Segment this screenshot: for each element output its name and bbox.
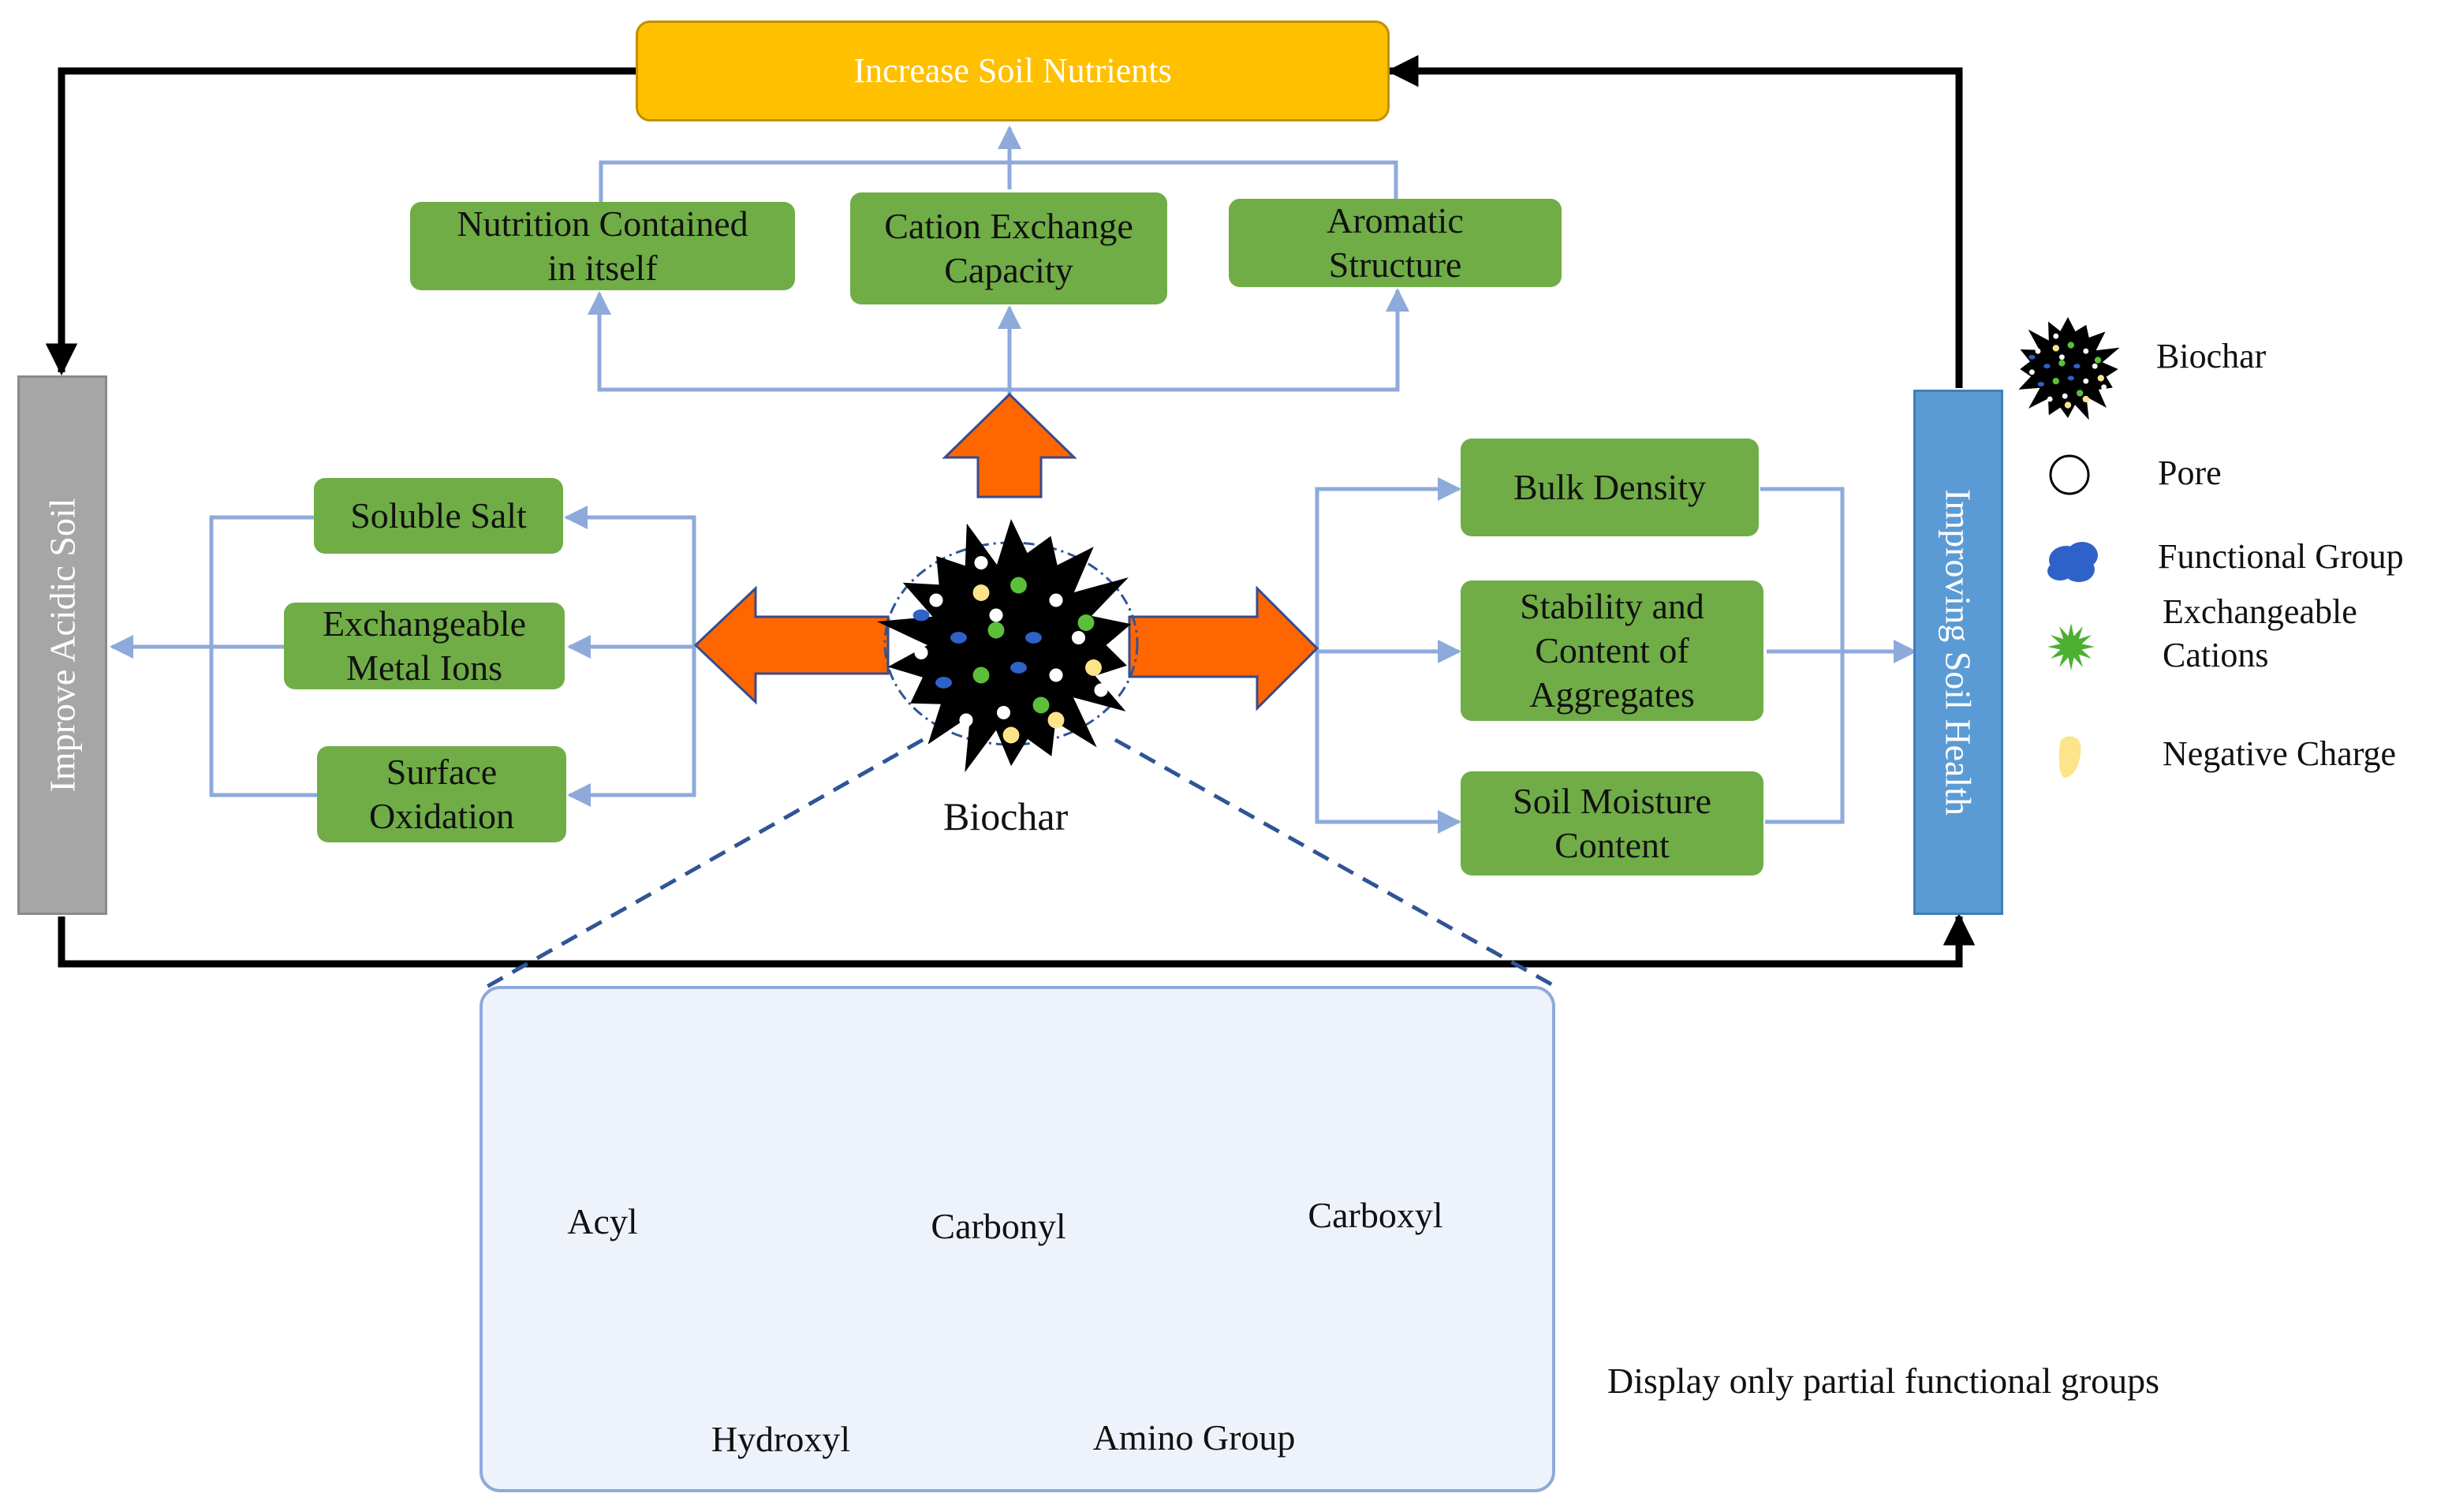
biochar-particle-17 [1032, 696, 1050, 714]
biochar-particle-2 [2067, 342, 2074, 349]
biochar-particle-3 [1049, 593, 1063, 607]
biochar-particle-4 [1077, 614, 1095, 631]
biochar-particle-9 [1071, 630, 1086, 645]
stability-aggregates-box: Stability and Content of Aggregates [1461, 581, 1763, 721]
legend-negative-charge-label: Negative Charge [2163, 734, 2397, 773]
biochar-particle-8 [1025, 632, 1042, 644]
biochar-particle-22 [2064, 401, 2072, 409]
biochar-particle-5 [914, 645, 928, 660]
pore-icon [2049, 454, 2090, 495]
biochar-particle-0 [929, 593, 943, 607]
biochar-particle-10 [2037, 382, 2044, 386]
biochar-particle-9 [2092, 363, 2098, 369]
legend-pore-label: Pore [2158, 454, 2222, 492]
big-arrows [693, 392, 1319, 711]
soil-moisture-content-box: Soil Moisture Content [1461, 771, 1763, 875]
biochar-particle-10 [935, 677, 952, 689]
right-connectors [1315, 477, 1917, 834]
biochar-particle-23 [989, 608, 1003, 622]
exchangeable-metal-ions-box: Exchangeable Metal Ions [284, 603, 565, 689]
cation-exchange-capacity-box: Cation Exchange Capacity [850, 192, 1167, 304]
biochar-particle-16 [996, 705, 1011, 720]
legend-biochar-label: Biochar [2156, 337, 2267, 375]
improving-soil-health-bar: Improving Soil Health [1913, 390, 2003, 915]
legend-icons [2018, 317, 2120, 778]
functional-group-icon [2047, 542, 2098, 582]
carboxyl-label: Carboxyl [1308, 1195, 1443, 1235]
biochar-particle-15 [959, 713, 973, 727]
biochar-particle-7 [987, 622, 1005, 639]
biochar-particle-18 [974, 555, 988, 570]
biochar-particle-21 [2101, 384, 2107, 390]
negative-charge-icon [2058, 736, 2081, 778]
legend-exchangeable-cations-label: Exchangeable Cations [2163, 592, 2357, 674]
hydroxyl-label: Hydroxyl [711, 1419, 851, 1459]
soluble-salt-box: Soluble Salt [314, 478, 563, 554]
biochar-particle-16 [2062, 393, 2068, 399]
biochar-particle-4 [2094, 357, 2102, 364]
biochar-particle-1 [2052, 345, 2059, 352]
biochar-particle-13 [1049, 668, 1063, 682]
biochar-particle-12 [1010, 662, 1027, 674]
biochar-particle-22 [1002, 726, 1020, 744]
biochar-graphic [876, 519, 1139, 773]
big-arrow-up [942, 392, 1077, 498]
biochar-particle-20 [912, 609, 930, 622]
biochar-particle-23 [2058, 354, 2065, 360]
biochar-icon [2018, 317, 2120, 420]
acyl-label: Acyl [567, 1201, 638, 1241]
functional-groups-panel [480, 986, 1555, 1492]
left-connectors [110, 506, 696, 807]
improving-soil-health-label: Improving Soil Health [1938, 489, 1979, 816]
partial-groups-note: Display only partial functional groups [1607, 1361, 2160, 1401]
biochar-particle-5 [2028, 369, 2035, 375]
legend-functional-group-label: Functional Group [2158, 537, 2404, 576]
amino-group-label: Amino Group [1092, 1417, 1296, 1458]
biochar-particle-19 [1047, 711, 1065, 729]
biochar-particle-3 [2083, 348, 2089, 354]
big-arrow-right [1128, 585, 1319, 711]
bulk-density-box: Bulk Density [1461, 439, 1759, 536]
carbonyl-label: Carbonyl [931, 1206, 1066, 1246]
biochar-particle-6 [950, 632, 967, 644]
biochar-center-label: Biochar [943, 794, 1069, 838]
biochar-particle-14 [1085, 659, 1102, 676]
biochar-particle-17 [2077, 390, 2084, 397]
biochar-particle-13 [2083, 378, 2089, 384]
biochar-particle-11 [972, 666, 990, 684]
exchangeable-cations-icon [2047, 623, 2095, 670]
biochar-particle-8 [2073, 364, 2081, 369]
improve-acidic-soil-bar: Improve Acidic Soil [17, 375, 107, 915]
biochar-particle-21 [1094, 683, 1108, 697]
surface-oxidation-box: Surface Oxidation [317, 746, 566, 842]
biochar-particle-20 [2028, 354, 2036, 360]
increase-soil-nutrients-box: Increase Soil Nutrients [636, 21, 1390, 121]
aromatic-structure-box: Aromatic Structure [1229, 199, 1562, 287]
nutrition-contained-box: Nutrition Contained in itself [410, 202, 795, 290]
biochar-particle-15 [2047, 396, 2053, 402]
biochar-particle-18 [2053, 333, 2059, 339]
biochar-particle-0 [2035, 348, 2041, 354]
biochar-particle-7 [2058, 360, 2066, 367]
biochar-particle-1 [972, 584, 990, 601]
biochar-particle-12 [2067, 375, 2074, 381]
feedback-loop-arrows [45, 54, 1976, 968]
biochar-particle-11 [2052, 378, 2059, 385]
improve-acidic-soil-label: Improve Acidic Soil [42, 498, 83, 793]
biochar-particle-19 [2082, 395, 2089, 403]
biochar-particle-2 [1010, 577, 1027, 594]
top-connectors [588, 125, 1409, 394]
biochar-particle-14 [2097, 375, 2104, 382]
biochar-particle-6 [2043, 364, 2051, 369]
big-arrow-left [693, 585, 890, 705]
zoom-dashes [481, 737, 1562, 991]
